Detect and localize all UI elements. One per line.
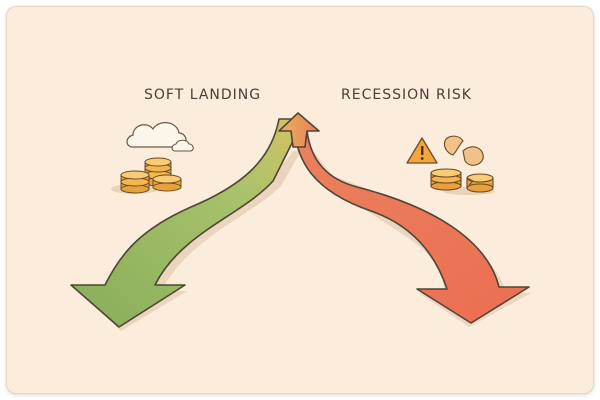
recession-risk-arrow xyxy=(292,118,530,324)
up-arrow-head xyxy=(278,112,320,148)
soft-landing-label: SOFT LANDING xyxy=(144,87,262,103)
soft-landing-arrow xyxy=(70,118,294,328)
recession-risk-label: RECESSION RISK xyxy=(341,87,472,103)
broken-coin-icon xyxy=(430,135,495,195)
forked-arrow-graphic xyxy=(70,112,531,331)
warning-triangle-icon xyxy=(406,137,438,164)
diagram-card: SOFT LANDING RECESSION RISK xyxy=(6,6,594,394)
coin-stack-icon xyxy=(111,157,182,194)
cloud-icon xyxy=(126,122,194,152)
